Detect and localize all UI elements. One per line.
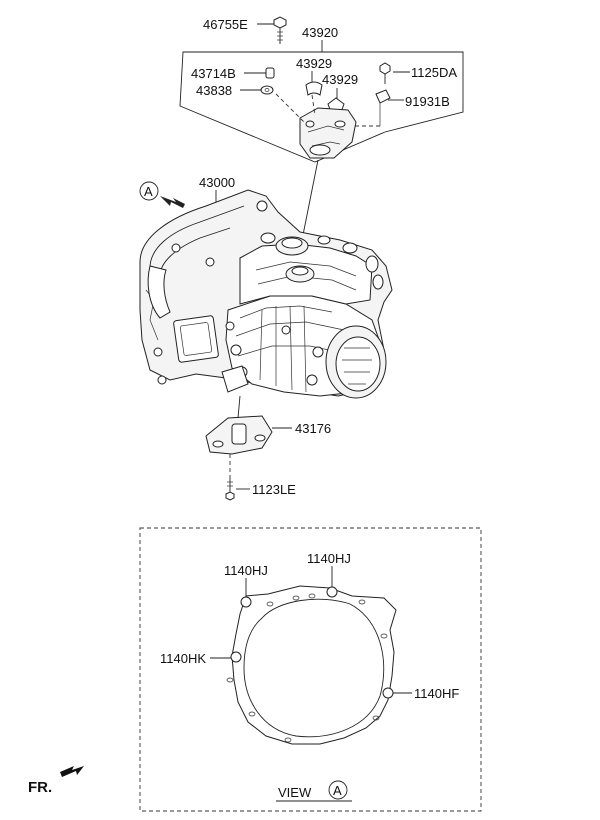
- washer-43838: [260, 85, 274, 95]
- view-a-box: [139, 527, 482, 812]
- shift-tower: [260, 232, 384, 290]
- label-91931B: 91931B: [405, 94, 450, 109]
- bolt-1123LE: [225, 454, 235, 501]
- bracket-group-outline: [179, 51, 464, 163]
- label-43929-b: 43929: [322, 72, 358, 87]
- transmission-assembly-43000: [139, 189, 393, 399]
- label-43176: 43176: [295, 421, 331, 436]
- label-1140HJ-left: 1140HJ: [224, 563, 268, 578]
- bolt-1125DA: [379, 62, 391, 84]
- bell-housing-gasket: [226, 585, 397, 745]
- label-1125DA: 1125DA: [411, 65, 457, 80]
- label-46755E: 46755E: [203, 17, 248, 32]
- label-43714B: 43714B: [191, 66, 236, 81]
- bolt-46755E: [273, 16, 287, 44]
- label-1140HF: 1140HF: [414, 686, 459, 701]
- clip-91931B: [375, 89, 391, 126]
- shift-lever-bracket-group: 46755E 43920 43714B 43838 43929 43929 11…: [179, 16, 464, 241]
- clip-43929-a: [305, 81, 323, 96]
- label-1140HJ-right: 1140HJ: [307, 551, 351, 566]
- front-direction-indicator: FR.: [28, 766, 84, 796]
- view-caption: VIEW: [278, 785, 312, 800]
- view-a-marker: A: [139, 181, 185, 208]
- label-43000: 43000: [199, 175, 235, 190]
- mount-bracket-43176: [205, 395, 273, 455]
- front-arrow-icon: [60, 766, 84, 777]
- label-43929-a: 43929: [296, 56, 332, 71]
- view-marker-letter: A: [144, 184, 153, 199]
- front-label: FR.: [28, 779, 52, 796]
- shift-bracket-body: [275, 93, 380, 159]
- label-1140HK: 1140HK: [160, 651, 206, 666]
- label-43920: 43920: [302, 25, 338, 40]
- end-cover: [325, 325, 387, 399]
- view-caption-marker: A: [333, 783, 342, 798]
- label-1123LE: 1123LE: [252, 482, 296, 497]
- bushing-43714B: [265, 67, 275, 79]
- label-43838: 43838: [196, 83, 232, 98]
